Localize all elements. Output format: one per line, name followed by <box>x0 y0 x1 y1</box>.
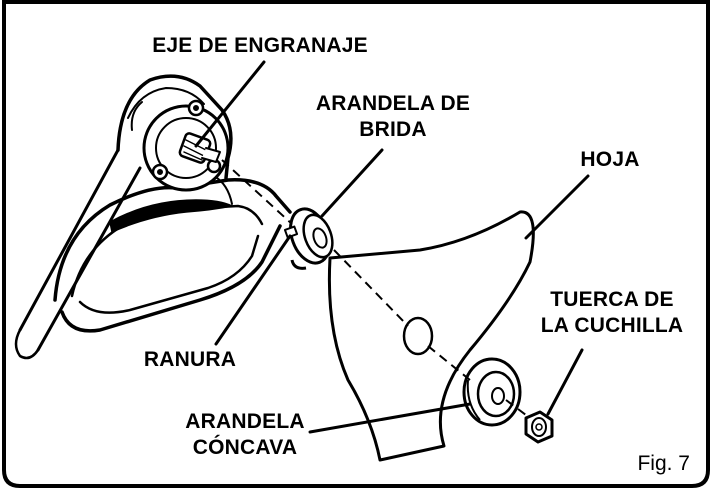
cupped-washer <box>462 357 522 427</box>
label-cupped-washer-line2: CÓNCAVA <box>193 435 297 459</box>
leader-flange-washer <box>320 148 384 218</box>
label-flange-washer-line2: BRIDA <box>359 118 427 141</box>
figure-number: Fig. 7 <box>637 452 690 475</box>
leader-gear-shaft <box>194 60 266 148</box>
label-cupped-washer-line1: ARANDELA <box>185 410 304 433</box>
gear-housing <box>14 74 292 360</box>
blade-nut <box>524 410 554 444</box>
leader-slot <box>214 234 292 346</box>
label-flange-washer-line1: ARANDELA DE <box>316 92 470 115</box>
label-gear-shaft: EJE DE ENGRANAJE <box>152 34 368 57</box>
label-blade: HOJA <box>580 148 639 171</box>
blade <box>327 210 535 462</box>
label-slot: RANURA <box>144 348 236 371</box>
leader-blade-nut <box>546 348 584 416</box>
flange-washer <box>283 207 334 270</box>
leader-blade <box>524 174 590 240</box>
assembly-axis <box>221 159 531 419</box>
leader-cupped-washer <box>308 402 472 434</box>
label-blade-nut-line2: LA CUCHILLA <box>541 314 684 337</box>
leader-lines <box>194 60 590 434</box>
label-blade-nut-line1: TUERCA DE <box>550 288 674 311</box>
